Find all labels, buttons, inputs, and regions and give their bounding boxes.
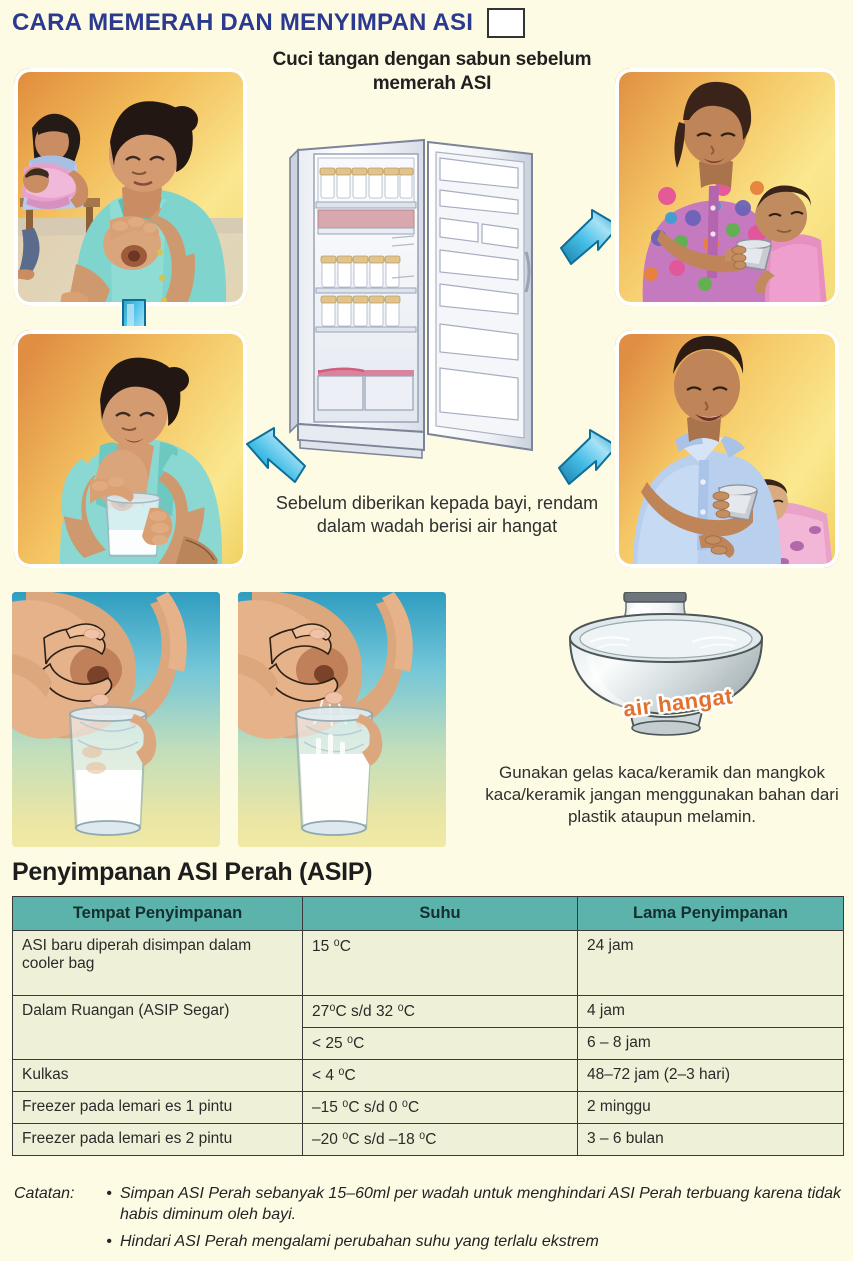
cell-place: Freezer pada lemari es 1 pintu: [12, 1091, 303, 1124]
page-title-row: CARA MEMERAH DAN MENYIMPAN ASI: [12, 8, 526, 38]
table-row: Freezer pada lemari es 1 pintu –15 ⁰C s/…: [12, 1091, 844, 1124]
notes-block: Catatan: • Simpan ASI Perah sebanyak 15–…: [14, 1184, 844, 1252]
cell-duration: 3 – 6 bulan: [577, 1123, 844, 1156]
table-row: Dalam Ruangan (ASIP Segar) 27⁰C s/d 32 ⁰…: [12, 995, 844, 1060]
cell-temp: < 25 ⁰C: [302, 1027, 578, 1060]
table-header-temp: Suhu: [302, 896, 578, 931]
cell-place: Kulkas: [12, 1059, 303, 1092]
panel-express-glass: [14, 330, 247, 568]
cell-temp: 15 ⁰C: [302, 930, 578, 996]
caption-use-glass-ceramic: Gunakan gelas kaca/keramik dan mangkok k…: [485, 763, 839, 827]
table-header-duration: Lama Penyimpanan: [577, 896, 844, 931]
bullet-icon: •: [106, 1185, 112, 1202]
cell-place: Dalam Ruangan (ASIP Segar): [12, 995, 303, 1060]
panel-frame: [14, 68, 247, 306]
panel-frame: [14, 330, 247, 568]
cell-duration: 6 – 8 jam: [577, 1027, 844, 1060]
cell-temp: 27⁰C s/d 32 ⁰C: [302, 995, 578, 1028]
caption-wash-hands: Cuci tangan dengan sabun sebelum memerah…: [272, 49, 592, 95]
note-text: Hindari ASI Perah mengalami perubahan su…: [120, 1232, 599, 1250]
illustration-breast-hand: [12, 592, 220, 847]
illustration-warm-water-bowl: [568, 591, 844, 760]
panel-breast-hand: [12, 592, 220, 847]
table-row: ASI baru diperah disimpan dalam cooler b…: [12, 930, 844, 996]
cell-place: Freezer pada lemari es 2 pintu: [12, 1123, 303, 1156]
caption-warm-water: Sebelum diberikan kepada bayi, rendam da…: [275, 493, 599, 537]
cell-duration: 2 minggu: [577, 1091, 844, 1124]
illustration-cup-feed-mother: [615, 68, 839, 306]
cell-duration: 48–72 jam (2–3 hari): [577, 1059, 844, 1092]
illustration-cup-feed-father: [615, 330, 839, 568]
page-title: CARA MEMERAH DAN MENYIMPAN ASI: [12, 9, 474, 36]
cell-duration: 4 jam: [577, 995, 844, 1028]
bullet-icon: •: [106, 1232, 112, 1250]
table-row: Freezer pada lemari es 2 pintu –20 ⁰C s/…: [12, 1123, 844, 1156]
section-heading-storage: Penyimpanan ASI Perah (ASIP): [12, 858, 373, 886]
note-text: Simpan ASI Perah sebanyak 15–60ml per wa…: [120, 1185, 842, 1223]
panel-cup-feed-mother: [615, 68, 839, 306]
table-header-place: Tempat Penyimpanan: [12, 896, 303, 931]
illustration-breast-milk: [238, 592, 446, 847]
panel-frame: [615, 68, 839, 306]
storage-table: Tempat Penyimpanan Suhu Lama Penyimpanan…: [12, 896, 844, 1156]
panel-breast-milk: [238, 592, 446, 847]
illustration-express-mother: [14, 68, 247, 306]
cell-place: ASI baru diperah disimpan dalam cooler b…: [12, 930, 303, 996]
illustration-express-glass: [14, 330, 247, 568]
illustration-fridge: [288, 132, 558, 482]
title-checkbox[interactable]: [487, 8, 526, 38]
arrow-upleft: [244, 426, 308, 490]
table-row: < 25 ⁰C 6 – 8 jam: [13, 1027, 844, 1060]
panel-frame: [12, 592, 220, 847]
arrow-upright-bottom: [556, 428, 620, 492]
note-item: • Hindari ASI Perah mengalami perubahan …: [14, 1232, 844, 1253]
cell-duration: 24 jam: [577, 930, 844, 996]
table-row: Kulkas < 4 ⁰C 48–72 jam (2–3 hari): [12, 1059, 844, 1092]
cell-temp: –20 ⁰C s/d –18 ⁰C: [302, 1123, 578, 1156]
panel-frame: [238, 592, 446, 847]
panel-frame: [615, 330, 839, 568]
arrow-upright-top: [558, 208, 622, 272]
table-header-row: Tempat Penyimpanan Suhu Lama Penyimpanan: [12, 896, 844, 931]
cell-temp: –15 ⁰C s/d 0 ⁰C: [302, 1091, 578, 1124]
panel-cup-feed-father: [615, 330, 839, 568]
notes-label: Catatan:: [14, 1185, 75, 1202]
note-item: Catatan: • Simpan ASI Perah sebanyak 15–…: [14, 1184, 844, 1226]
cell-temp: < 4 ⁰C: [302, 1059, 578, 1092]
panel-express-mother: [14, 68, 247, 306]
